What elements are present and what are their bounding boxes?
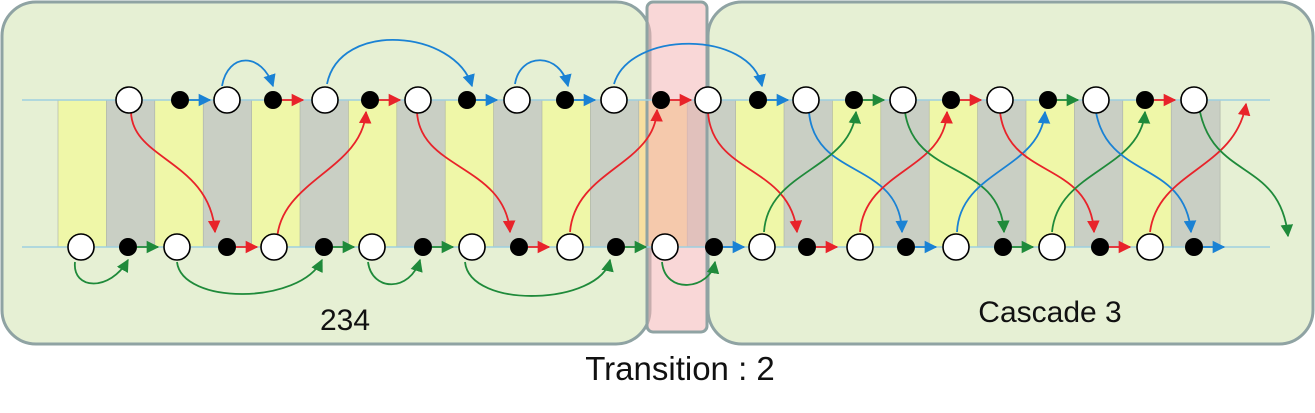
- right-panel-label: Cascade 3: [978, 296, 1121, 329]
- stripe: [396, 99, 446, 248]
- filled-node: [510, 238, 528, 256]
- stripe: [928, 99, 979, 248]
- open-node: [942, 233, 970, 261]
- left-panel-label: 234: [320, 304, 370, 337]
- blue-arrow: [956, 110, 1051, 233]
- open-node: [458, 233, 486, 261]
- filled-node: [458, 91, 476, 109]
- green-arrow: [904, 111, 1010, 234]
- red-arrow: [859, 110, 953, 233]
- stripe: [493, 99, 543, 248]
- nodes-layer: [67, 86, 1208, 261]
- open-node: [358, 233, 386, 261]
- open-node: [748, 233, 776, 261]
- red-arrow: [1149, 102, 1251, 233]
- open-node: [1180, 86, 1208, 114]
- green-arrow: [176, 258, 323, 295]
- green-arrow: [367, 258, 423, 286]
- open-node: [311, 86, 339, 114]
- filled-node: [1039, 91, 1057, 109]
- arrows-layer: [74, 39, 1294, 297]
- blue-arrow: [613, 42, 766, 88]
- filled-node: [361, 91, 379, 109]
- red-arrow: [130, 109, 221, 234]
- stripe: [57, 99, 108, 248]
- stripe: [1170, 99, 1221, 248]
- filled-node: [798, 238, 816, 256]
- open-node: [986, 86, 1014, 114]
- open-node: [503, 86, 531, 114]
- stripe: [832, 99, 882, 248]
- open-node: [600, 86, 628, 114]
- filled-node: [994, 238, 1012, 256]
- filled-node: [749, 91, 767, 109]
- open-node: [651, 233, 679, 261]
- stripes-band: [57, 99, 1221, 248]
- green-arrow: [74, 258, 129, 285]
- stripe: [348, 99, 398, 248]
- open-node: [694, 86, 722, 114]
- stripe: [154, 99, 205, 248]
- red-arrow: [569, 108, 663, 233]
- open-node: [1038, 233, 1066, 261]
- filled-node: [942, 91, 960, 109]
- blue-arrow: [221, 59, 276, 88]
- open-node: [889, 86, 917, 114]
- filled-node: [556, 91, 574, 109]
- open-node: [163, 233, 191, 261]
- open-node: [792, 86, 820, 114]
- filled-node: [414, 238, 432, 256]
- open-node: [404, 86, 432, 114]
- green-arrow: [661, 260, 720, 286]
- open-node: [1136, 233, 1164, 261]
- filled-node: [1136, 91, 1154, 109]
- transition-label: Transition : 2: [585, 350, 775, 387]
- red-arrow: [276, 110, 372, 241]
- open-node: [556, 233, 584, 261]
- red-arrow: [707, 111, 803, 234]
- blue-arrow: [1095, 111, 1197, 234]
- open-node: [67, 233, 95, 261]
- blue-arrow: [808, 111, 908, 234]
- red-arrow: [999, 111, 1100, 234]
- green-arrow: [1199, 111, 1294, 238]
- filled-node: [119, 238, 137, 256]
- filled-node: [652, 91, 670, 109]
- stripe: [880, 99, 930, 248]
- filled-node: [218, 238, 236, 256]
- green-arrow: [1051, 110, 1151, 233]
- blue-arrow: [326, 39, 475, 88]
- green-arrow: [464, 258, 614, 297]
- stripe: [541, 99, 592, 248]
- stripe: [590, 99, 640, 248]
- filled-node: [607, 238, 625, 256]
- stripe: [1122, 99, 1173, 248]
- filled-node: [264, 91, 282, 109]
- blue-arrow: [514, 59, 572, 88]
- filled-node: [1091, 238, 1109, 256]
- stripe: [202, 99, 253, 248]
- filled-node: [171, 91, 189, 109]
- filled-node: [1185, 238, 1203, 256]
- open-node: [115, 86, 143, 114]
- stripe: [251, 99, 301, 248]
- stripe: [735, 99, 785, 248]
- filled-node: [315, 238, 333, 256]
- filled-node: [897, 238, 915, 256]
- open-node: [1082, 86, 1110, 114]
- stripe: [783, 99, 834, 248]
- open-node: [213, 86, 241, 114]
- filled-node: [845, 91, 863, 109]
- green-arrow: [763, 110, 862, 233]
- stripe: [1025, 99, 1076, 248]
- red-arrow: [416, 111, 516, 234]
- stripe: [106, 99, 156, 248]
- open-node: [260, 233, 288, 261]
- open-node: [846, 233, 874, 261]
- filled-node: [705, 238, 723, 256]
